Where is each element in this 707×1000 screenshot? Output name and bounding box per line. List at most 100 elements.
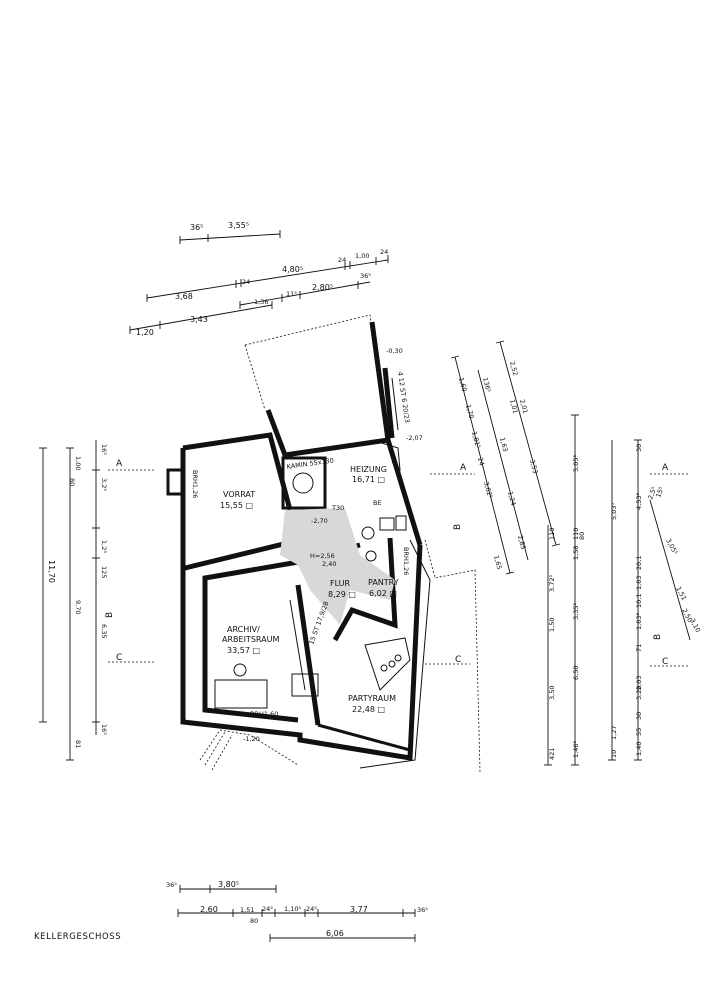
room-flur-name: FLUR	[330, 579, 351, 588]
dim-bot1-a: 36⁵	[166, 881, 177, 889]
dim-mr-m: 1,24	[506, 491, 517, 507]
section-markers: A A A B B B C C C	[105, 459, 690, 667]
dim-ra-b: 110	[548, 528, 556, 540]
dim-rb-d: 15⁵	[654, 485, 665, 498]
dim-rb-q: 10	[610, 750, 618, 758]
dim-left-i: 80	[68, 478, 76, 486]
dim-rb-l: 3,20	[635, 686, 643, 700]
dim-mr-n: 2,85	[516, 535, 527, 551]
room-vorrat-area: 15,55 □	[220, 501, 253, 510]
t30-label: T30	[331, 504, 344, 512]
dim-rb-i: 1,63⁵	[635, 613, 643, 630]
dim-rb-a: 30	[635, 444, 643, 452]
dim-left-g: 16⁵	[100, 724, 108, 735]
brh-vorrat: BRH1,26	[191, 470, 199, 498]
dim-mr-f: 3,62⁵	[482, 481, 494, 500]
be-label: BE	[373, 499, 382, 507]
room-partyraum-name: PARTYRAUM	[348, 694, 396, 703]
dim-ra-i: 6,50	[572, 666, 580, 680]
dim-mr-l: 3,53	[528, 459, 539, 475]
dim-rb-g: 1,63	[635, 576, 643, 590]
room-archiv-name1: ARCHIV/	[227, 625, 260, 634]
room-partyraum-area: 22,48 □	[352, 705, 385, 714]
room-heizung-name: HEIZUNG	[350, 465, 387, 474]
dim-left-b: 1,00	[74, 456, 82, 470]
drawing-title: KELLERGESCHOSS	[34, 932, 121, 942]
dim-left-h: 81	[74, 740, 82, 748]
dim-rb-j: 71	[635, 644, 643, 652]
dim-bot2-c: 24⁵	[262, 905, 273, 913]
dim-rb-f: 20,1	[635, 556, 643, 570]
dim-top2-f: 24	[380, 248, 388, 256]
bottom-dimension-chains: 36⁵ 3,80⁵ 2,60 1,51 24⁵ 1,10⁵ 24⁵ 3,77 3…	[166, 880, 428, 942]
dim-top3-d: 36⁵	[360, 272, 371, 280]
section-c-left: C	[116, 653, 122, 663]
dim-rb-m: 30	[635, 712, 643, 720]
dim-left-c: 3,2⁵	[100, 478, 108, 491]
dim-mr-k: 1,63	[498, 437, 509, 453]
dim-top3-a: 1,36	[254, 298, 268, 306]
dim-top2-a: 3,68	[175, 292, 193, 301]
stair-left-label: 15 ST 17,9/28	[307, 600, 330, 645]
dim-mr-e: 24	[476, 457, 486, 467]
dim-left-a: 16⁵	[100, 444, 108, 455]
room-archiv-area: 33,57 □	[227, 646, 260, 655]
room-archiv-name2: ARBEITSRAUM	[222, 635, 279, 644]
left-dimension-chains: 16⁵ 1,00 3,2⁵ 1,2⁵ 125 6,35 16⁵ 81 80 11…	[39, 440, 108, 761]
dim-bot2-g: 36⁵	[417, 906, 428, 914]
dim-bot1-b: 3,80⁵	[218, 880, 239, 889]
mid-right-dimension-chains: 1,60 136⁵ 1,70 1,81⁵ 24 3,62⁵ 1,65 2,52 …	[450, 340, 561, 575]
section-a-right: A	[662, 463, 669, 473]
room-pantry-name: PANTRY	[368, 578, 399, 587]
room-heizung-area: 16,71 □	[352, 475, 385, 484]
dim-left-j: 11,70	[47, 560, 56, 583]
flur-hatch	[280, 508, 395, 625]
dim-bot2-sub: 80	[250, 917, 258, 925]
section-b-mid: B	[453, 524, 463, 530]
right-dimension-chains: 5,05⁵ 110 1,58 110 80 3,72⁵ 1,50 3,35⁵ 6…	[544, 414, 702, 766]
dim-rb-e: 5,03⁵	[610, 503, 618, 520]
dim-mr-c: 1,70	[464, 404, 475, 420]
dim-mr-h: 2,52	[508, 361, 519, 377]
section-b-right: B	[653, 634, 663, 640]
dim-bot2-e: 24⁵	[306, 905, 317, 913]
room-pantry-area: 6,02 □	[369, 589, 397, 598]
dim-ra-d: 110	[572, 528, 580, 540]
dim-top1-b: 3,55⁵	[228, 221, 249, 230]
dim-rb-r: 3,05⁵	[664, 537, 679, 556]
dim-left-d: 1,2⁵	[100, 540, 108, 553]
dim-top4-b: 3,43	[190, 315, 208, 324]
stair-right-label: 4 12 ST 6 20/23	[396, 371, 411, 423]
dim-ra-e: 80	[578, 532, 586, 540]
level-flur: -2,70	[311, 517, 328, 525]
level-right: -2,07	[406, 434, 423, 442]
room-vorrat-name: VORRAT	[223, 490, 255, 499]
dim-ra-h: 3,35⁵	[572, 603, 580, 620]
level-bottom: -1,20	[243, 735, 260, 743]
dim-bot2-f: 3,77	[350, 905, 368, 914]
dim-top2-d: 24	[338, 256, 346, 264]
dim-top2-e: 1,00	[355, 252, 369, 260]
dim-top1-a: 36⁵	[190, 223, 203, 232]
dim-mr-i: 1,01	[508, 399, 519, 415]
room-flur-area: 8,29 □	[328, 590, 356, 599]
dim-ra-c: 1,58	[572, 546, 580, 560]
dim-rb-p: 1,27	[610, 726, 618, 740]
dim-ra-f: 3,72⁵	[548, 575, 556, 592]
room-labels: VORRAT 15,55 □ HEIZUNG 16,71 □ KAMIN 55x…	[220, 456, 399, 714]
dim-ra-j: 3,50	[548, 686, 556, 700]
dim-top4-a: 1,20	[136, 328, 154, 337]
dim-top3-c: 2,80⁵	[312, 283, 333, 292]
dim-rb-k: 2,03	[635, 676, 643, 690]
dim-top2-b: 24	[242, 278, 250, 286]
section-a-mid: A	[460, 463, 467, 473]
brh-pantry: BRH1,26	[402, 547, 410, 575]
dim-rb-o: 1,40	[635, 742, 643, 756]
dim-bot2-a: 2,60	[200, 905, 218, 914]
level-top: -0,30	[386, 347, 403, 355]
dim-ra-k: 1,46⁵	[572, 741, 580, 758]
dim-mr-d: 1,81⁵	[470, 431, 482, 450]
building-walls	[166, 314, 481, 773]
section-a-left: A	[116, 459, 123, 469]
dim-rb-b: 4,53⁵	[635, 493, 643, 510]
